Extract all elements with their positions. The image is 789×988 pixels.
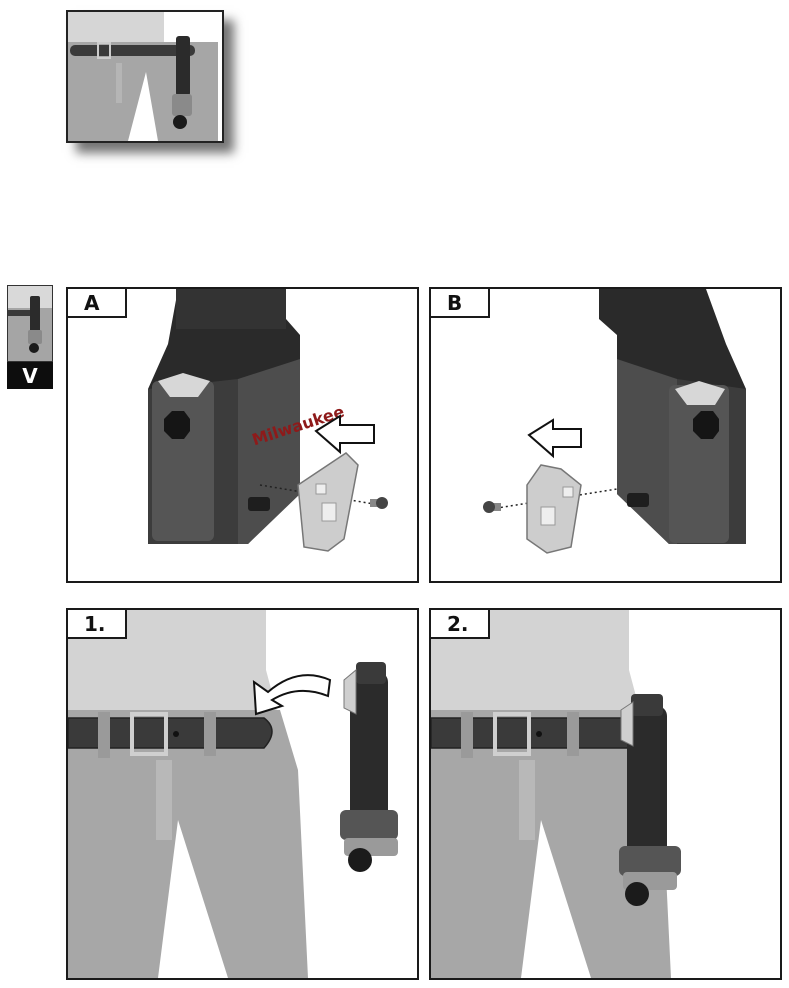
- section-thumbnail-illustration: [8, 286, 52, 361]
- tool-clip-attach-right-illustration: [483, 289, 746, 554]
- belt-clip-attached-illustration: [431, 610, 681, 978]
- panel-b: B: [429, 287, 782, 583]
- belt-clip-hook-illustration: [68, 610, 398, 978]
- panel-step-1: 1.: [66, 608, 419, 980]
- section-label-tag: V: [7, 362, 53, 389]
- panel-step-2-label: 2.: [431, 610, 490, 639]
- panel-step-2: 2.: [429, 608, 782, 980]
- panel-a-label: A: [68, 289, 127, 318]
- section-thumbnail: [7, 285, 53, 362]
- overview-thumbnail: [66, 10, 224, 143]
- panel-a: A Milwaukee: [66, 287, 419, 583]
- panel-step-1-label: 1.: [68, 610, 127, 639]
- belt-clip-overview-illustration: [68, 12, 222, 141]
- panel-b-label: B: [431, 289, 490, 318]
- tool-clip-attach-left-illustration: Milwaukee: [148, 289, 388, 552]
